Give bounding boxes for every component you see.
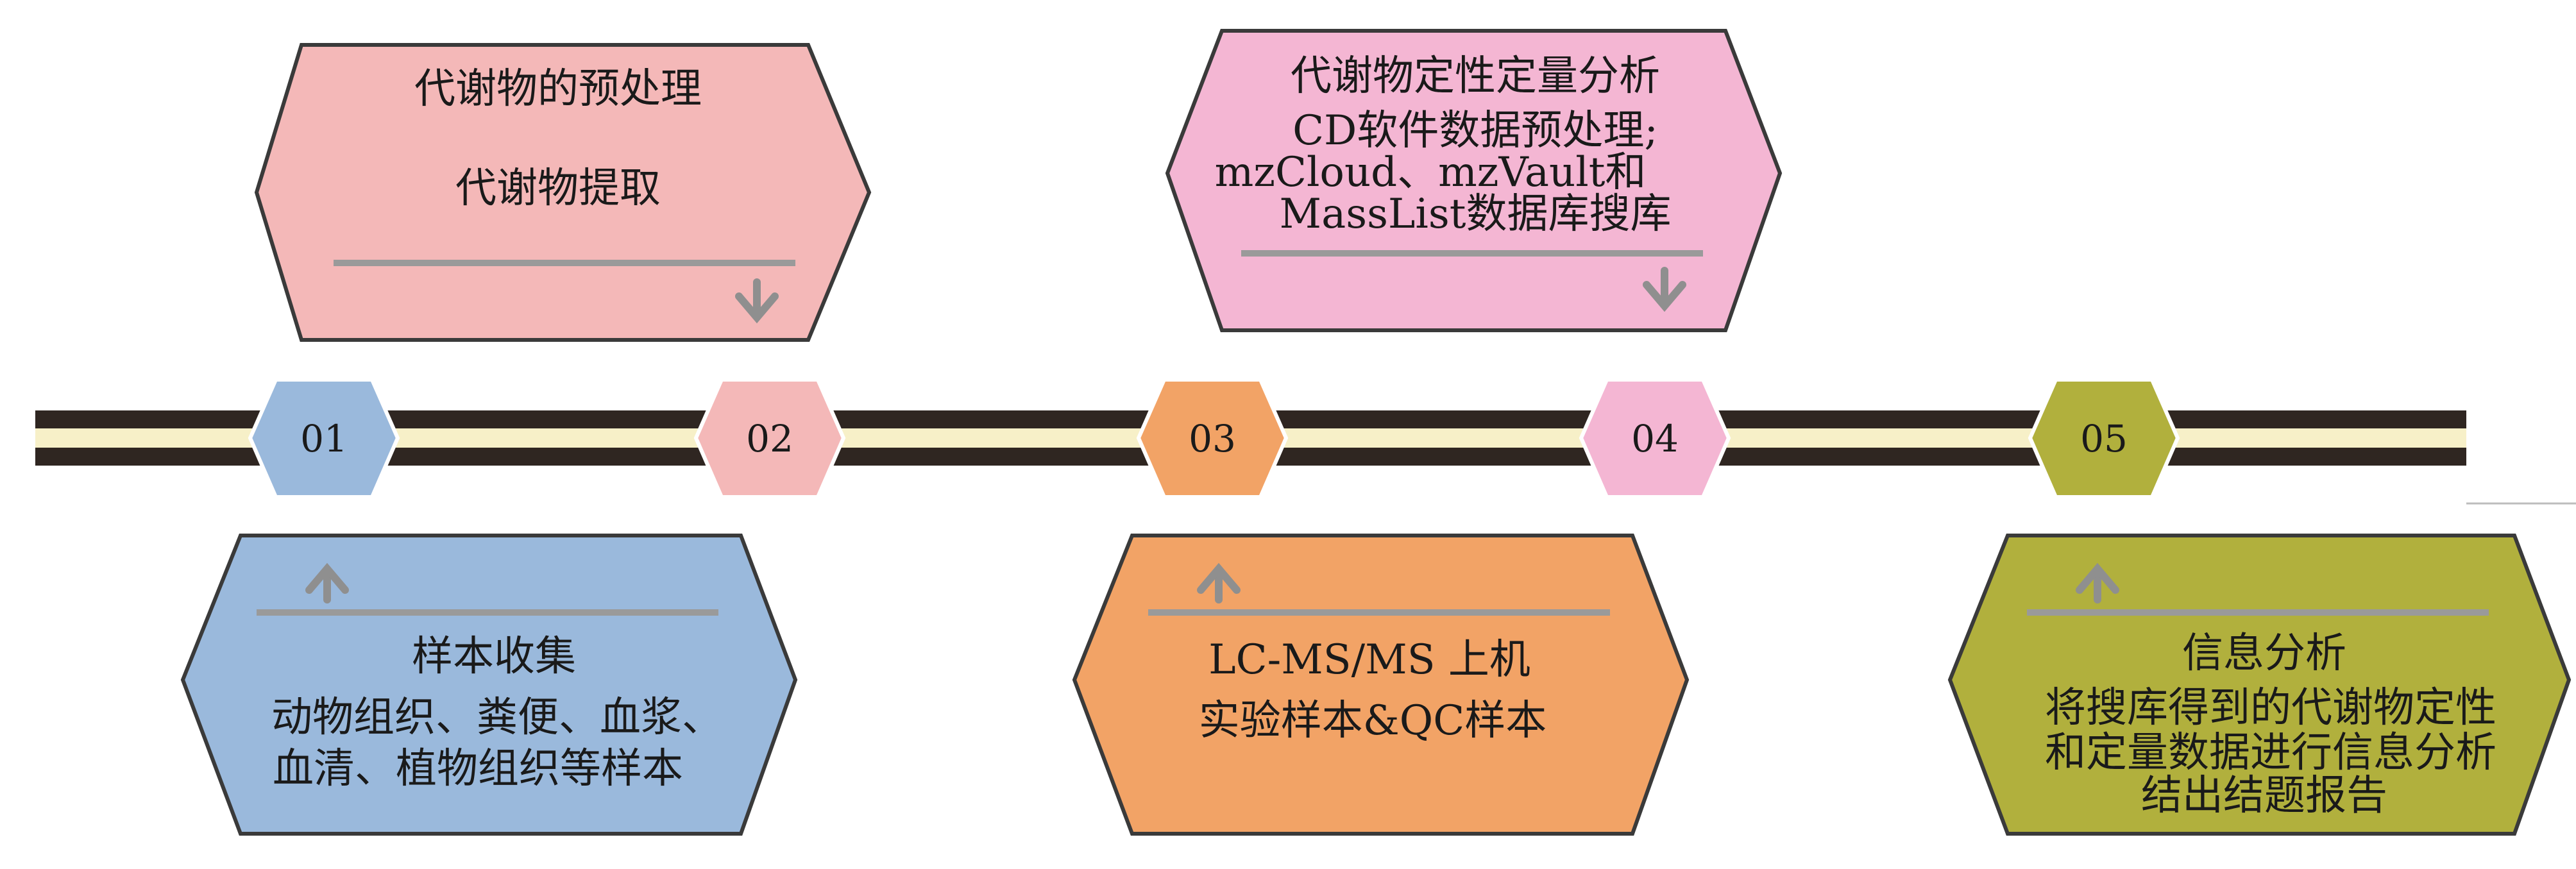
node-03-shape — [1136, 378, 1289, 499]
box-sample-collection: 样本收集 动物组织、粪便、血浆、 血清、植物组织等样本 — [180, 534, 798, 836]
box-qual-quant: 代谢物定性定量分析 CD软件数据预处理; mzCloud、mzVault和 Ma… — [1165, 29, 1783, 332]
node-05-shape — [2028, 378, 2180, 499]
box-pretreatment: 代谢物的预处理 代谢物提取 — [254, 43, 872, 342]
box-analysis-line3: 和定量数据进行信息分析 — [2045, 729, 2496, 777]
node-02: 02 — [693, 378, 846, 499]
box-qual-quant-line2: CD软件数据预处理; — [1292, 107, 1658, 155]
box-qual-quant-line4: MassList数据库搜库 — [1280, 190, 1672, 238]
chevron-up-icon — [1197, 562, 1241, 603]
chevron-down-icon — [735, 278, 779, 324]
box-analysis-line2: 将搜库得到的代谢物定性 — [2045, 684, 2496, 732]
box-qual-quant-title: 代谢物定性定量分析 — [1291, 53, 1660, 100]
box-lcms-subtitle: 实验样本&QC样本 — [1199, 697, 1546, 745]
box-pretreatment-subtitle: 代谢物提取 — [455, 165, 661, 212]
box-lcms: LC-MS/MS 上机 实验样本&QC样本 — [1072, 534, 1690, 836]
box-lcms-shape — [1072, 534, 1690, 836]
chevron-up-icon — [305, 562, 349, 603]
box-lcms-title: LC-MS/MS 上机 — [1208, 636, 1530, 684]
box-pretreatment-title: 代谢物的预处理 — [414, 65, 702, 113]
box-analysis-line4: 结出结题报告 — [2141, 772, 2387, 820]
node-01: 01 — [248, 378, 400, 499]
box-qual-quant-line3: mzCloud、mzVault和 — [1215, 149, 1647, 196]
node-05: 05 — [2028, 378, 2180, 499]
box-sample-collection-line3: 血清、植物组织等样本 — [273, 745, 683, 793]
timeline-track — [35, 410, 2576, 505]
chevron-down-icon — [1643, 267, 1686, 312]
box-sample-collection-title: 样本收集 — [412, 633, 576, 680]
chevron-up-icon — [2076, 562, 2119, 603]
node-02-shape — [693, 378, 846, 499]
node-03-label: 03 — [1189, 417, 1236, 460]
box-sample-collection-line2: 动物组织、粪便、血浆、 — [271, 694, 723, 741]
node-04: 04 — [1579, 378, 1731, 499]
node-02-label: 02 — [746, 417, 793, 460]
box-analysis-title: 信息分析 — [2182, 630, 2346, 677]
node-01-label: 01 — [300, 417, 348, 460]
node-04-shape — [1579, 378, 1731, 499]
node-04-label: 04 — [1631, 417, 1679, 460]
node-05-label: 05 — [2080, 417, 2128, 460]
box-analysis: 信息分析 将搜库得到的代谢物定性 和定量数据进行信息分析 结出结题报告 — [1947, 534, 2572, 836]
node-01-shape — [248, 378, 400, 499]
node-03: 03 — [1136, 378, 1289, 499]
